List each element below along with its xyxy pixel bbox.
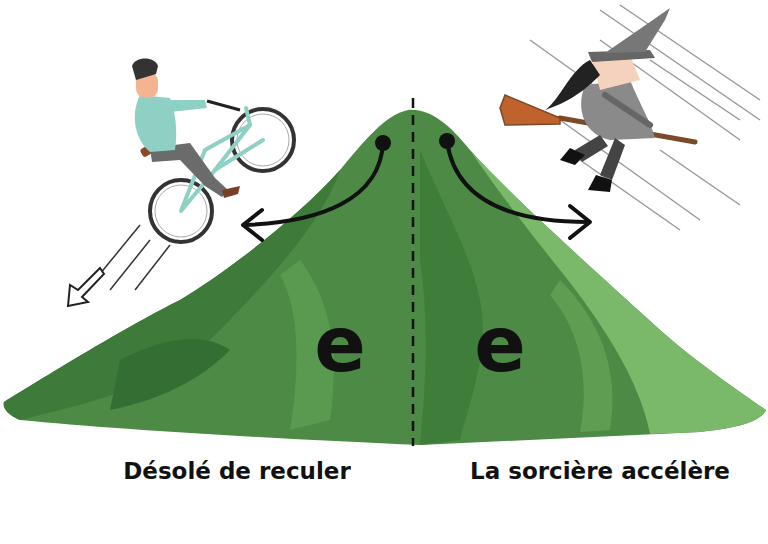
cyclist bbox=[68, 59, 294, 307]
caption-left: Désolé de reculer bbox=[123, 459, 351, 484]
caption-right: La sorcière accélère bbox=[470, 459, 730, 484]
mountain-shade bbox=[110, 339, 230, 410]
mountain-ridge bbox=[420, 150, 483, 445]
witch bbox=[500, 5, 760, 230]
curved-arrow bbox=[245, 143, 383, 225]
mountain bbox=[4, 110, 766, 445]
letter-e: e bbox=[474, 303, 526, 387]
curved-arrow bbox=[447, 141, 588, 222]
dashed-divider bbox=[412, 98, 415, 446]
back-arrow bbox=[68, 268, 104, 306]
arrow-head bbox=[243, 210, 262, 240]
letter-e: e bbox=[314, 303, 366, 387]
mountain-light bbox=[470, 150, 766, 434]
arrow-head bbox=[570, 206, 590, 238]
mountain-ridge bbox=[550, 280, 613, 432]
